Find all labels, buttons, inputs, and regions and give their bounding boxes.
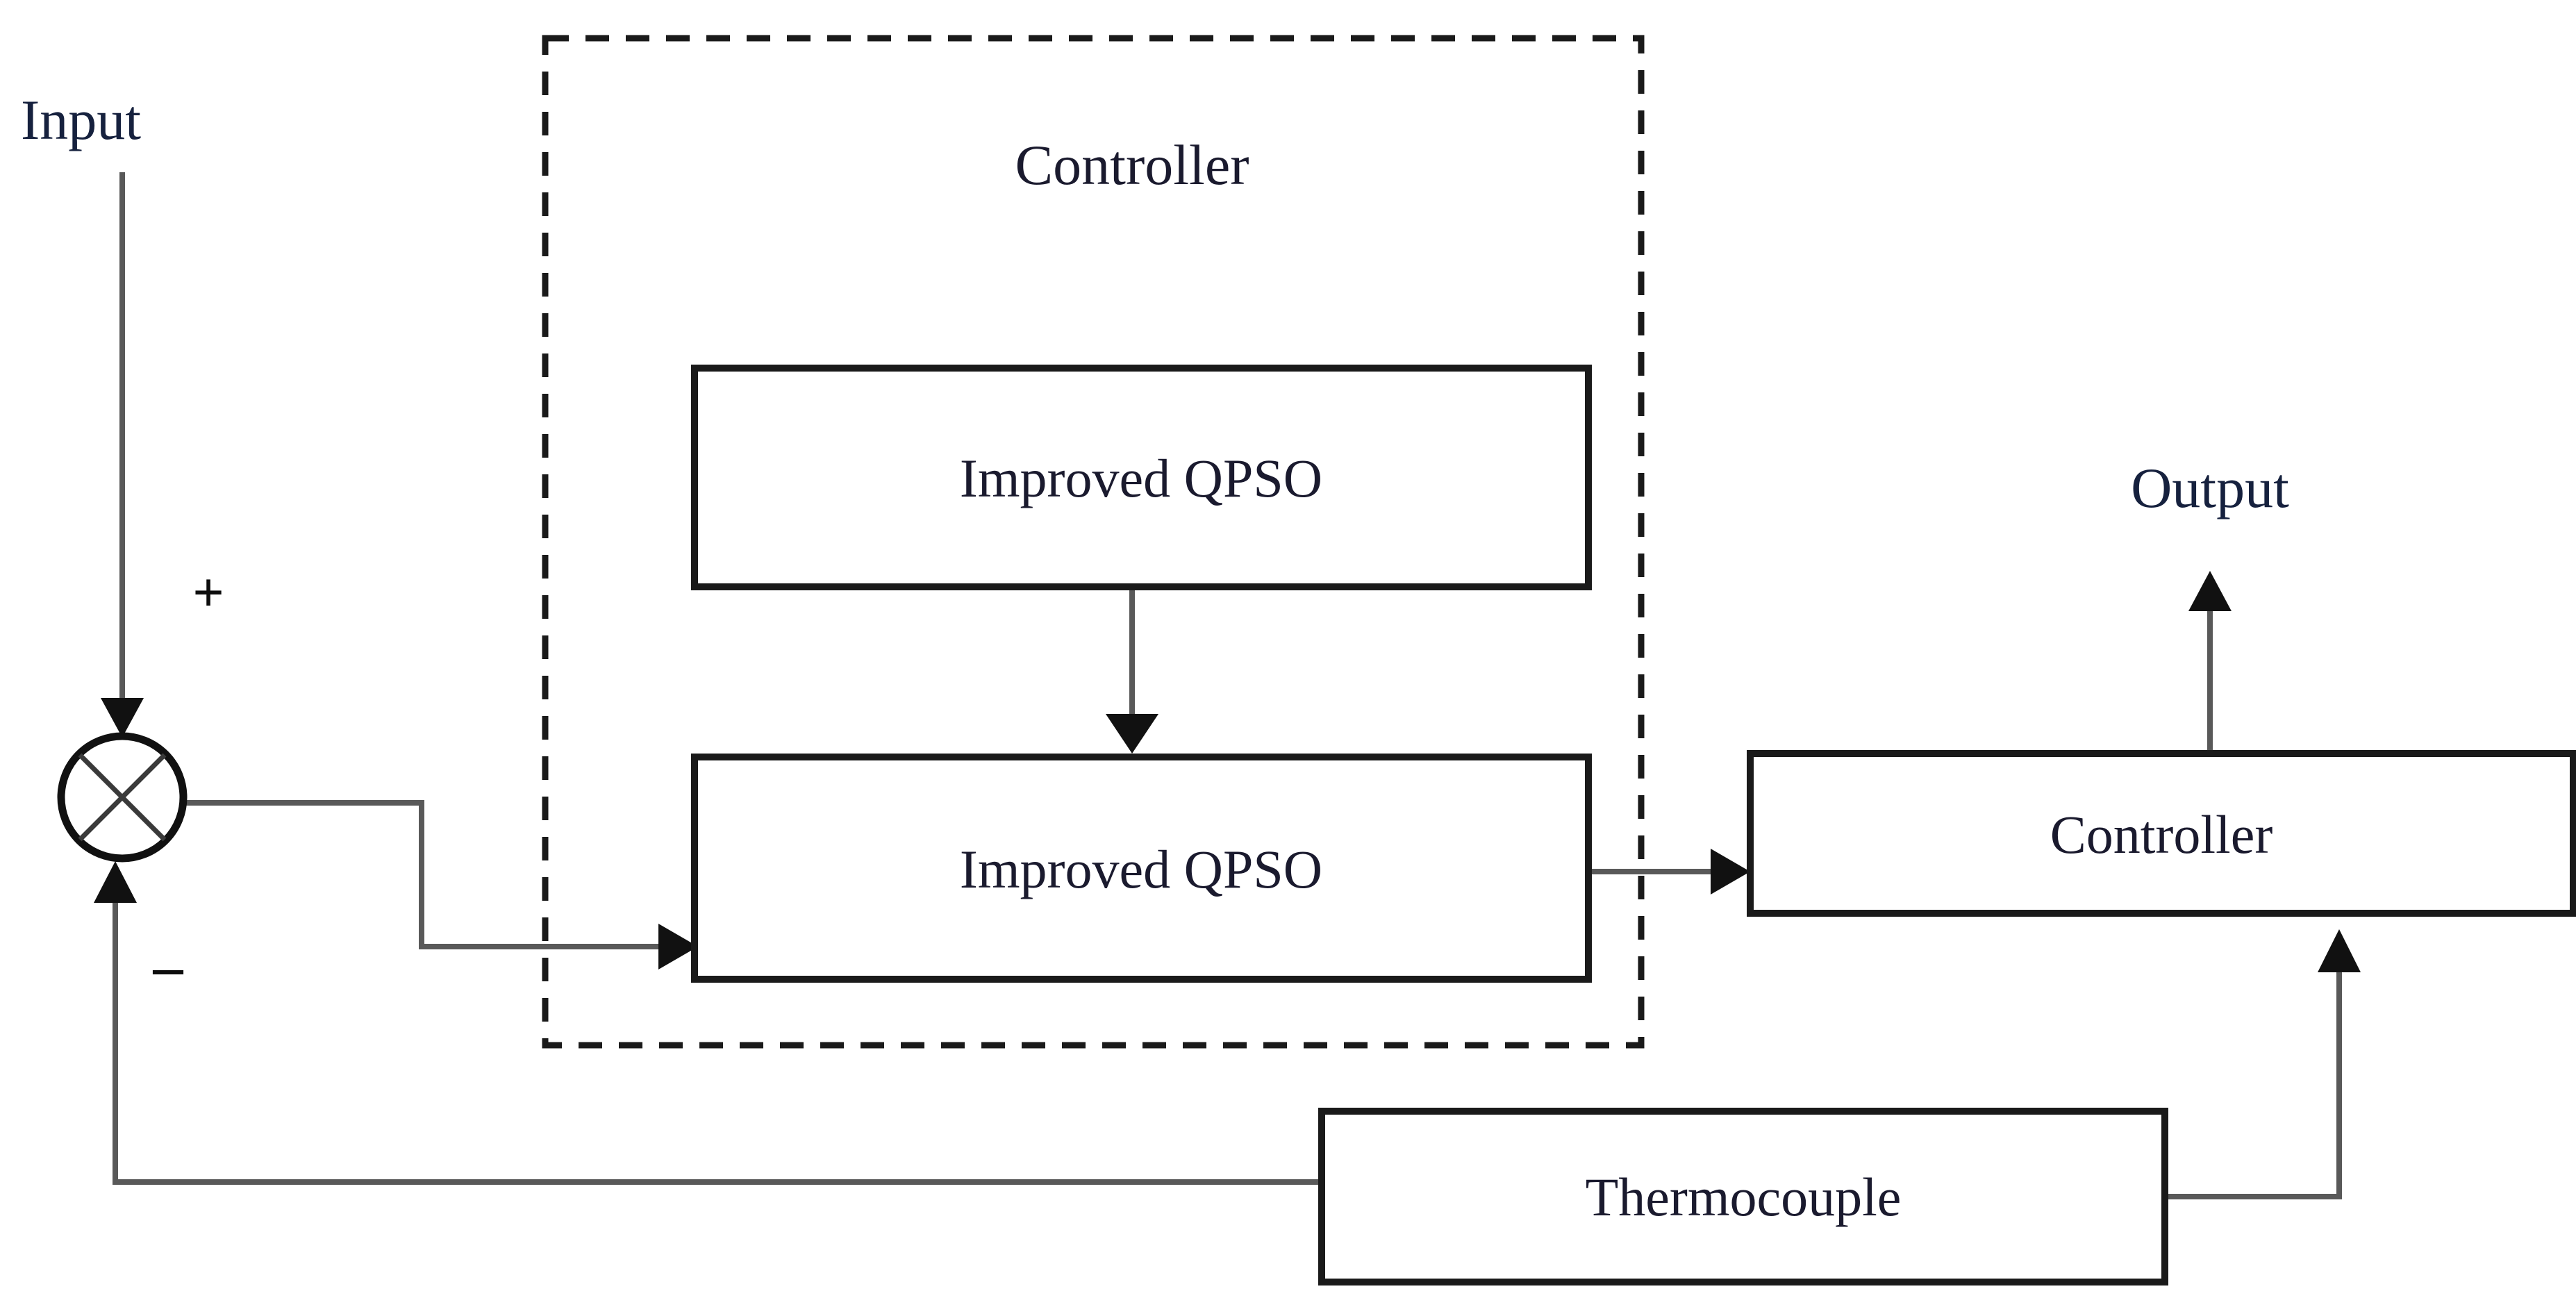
block-plant-controller-label: Controller (2050, 804, 2273, 865)
plus-sign-label: + (192, 563, 224, 624)
block-plant-controller[interactable] (1747, 750, 2576, 917)
minus-sign-label: – (153, 933, 184, 999)
block-qpso-lower[interactable] (691, 754, 1592, 983)
output-label: Output (2131, 456, 2289, 519)
block-qpso-upper-label: Improved QPSO (960, 448, 1322, 508)
block-thermocouple[interactable] (1318, 1108, 2168, 1285)
arrowhead-qpso-to-plant (1711, 849, 1750, 895)
arrowhead-feedback-to-sum (94, 861, 137, 903)
arrowhead-sum-to-qpso-lower (658, 924, 698, 970)
summing-junction-cross-2 (78, 753, 167, 842)
wire-thermocouple-to-plant (2165, 972, 2342, 1199)
arrowhead-output (2188, 571, 2232, 611)
input-label: Input (21, 88, 141, 151)
arrowhead-thermocouple-to-plant (2318, 929, 2361, 972)
wire-sum-to-qpso-lower (186, 800, 663, 949)
arrowhead-input (101, 698, 144, 738)
block-qpso-upper[interactable] (691, 365, 1592, 590)
block-qpso-lower-label: Improved QPSO (960, 839, 1322, 899)
block-thermocouple-label: Thermocouple (1586, 1167, 1902, 1227)
arrowhead-qpso-upper-to-lower (1106, 714, 1158, 754)
controller-group-label: Controller (1015, 133, 1249, 197)
wire-thermocouple-to-sum (113, 903, 1322, 1185)
